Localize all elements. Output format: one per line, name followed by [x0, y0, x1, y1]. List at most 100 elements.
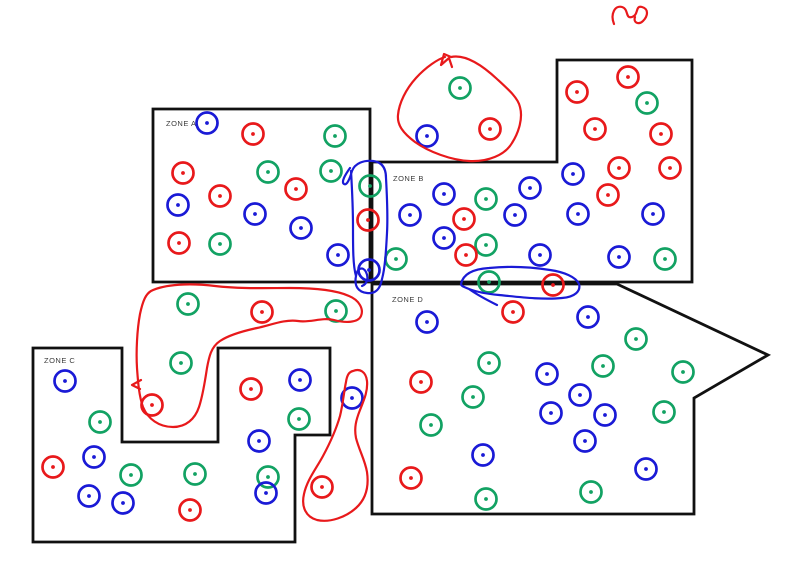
marker-dot	[487, 361, 491, 365]
marker-dot	[336, 253, 340, 257]
red-lasso-bottom	[302, 368, 369, 522]
marker-dot	[576, 212, 580, 216]
marker-dot	[177, 241, 181, 245]
marker-blue	[573, 429, 597, 453]
marker-dot	[487, 280, 491, 284]
zone-b-label: ZONE B	[393, 174, 424, 183]
marker-ring	[616, 65, 640, 89]
zone-d-outline	[370, 282, 772, 516]
marker-dot	[150, 403, 154, 407]
marker-red	[250, 300, 274, 324]
marker-ring	[88, 410, 112, 434]
marker-ring	[583, 117, 607, 141]
marker-ring	[208, 232, 232, 256]
marker-green	[653, 247, 677, 271]
marker-dot	[294, 187, 298, 191]
marker-red	[658, 156, 682, 180]
red-lasso-hook	[130, 283, 363, 429]
marker-dot	[601, 364, 605, 368]
red-lasso-top	[396, 52, 523, 163]
zone-a: ZONE A	[151, 107, 372, 284]
marker-red	[239, 377, 263, 401]
marker-ring	[415, 124, 439, 148]
marker-blue	[432, 226, 456, 250]
marker-dot	[484, 197, 488, 201]
marker-dot	[617, 255, 621, 259]
marker-dot	[578, 393, 582, 397]
marker-blue	[528, 243, 552, 267]
marker-dot	[419, 380, 423, 384]
marker-ring	[474, 487, 498, 511]
marker-ring	[398, 203, 422, 227]
marker-blue	[607, 245, 631, 269]
marker-ring	[53, 369, 77, 393]
marker-dot	[87, 494, 91, 498]
marker-ring	[535, 362, 559, 386]
marker-blue	[518, 176, 542, 200]
marker-red	[616, 65, 640, 89]
marker-red	[208, 184, 232, 208]
marker-ring	[241, 122, 265, 146]
marker-dot	[528, 186, 532, 190]
marker-green	[448, 76, 472, 100]
marker-ring	[568, 383, 592, 407]
marker-dot	[218, 242, 222, 246]
marker-dot	[366, 218, 370, 222]
marker-dot	[320, 485, 324, 489]
marker-dot	[63, 379, 67, 383]
marker-red	[607, 156, 631, 180]
marker-ring	[658, 156, 682, 180]
marker-dot	[253, 212, 257, 216]
marker-green	[319, 159, 343, 183]
marker-green	[88, 410, 112, 434]
marker-red	[167, 231, 191, 255]
marker-dot	[329, 169, 333, 173]
marker-dot	[462, 217, 466, 221]
lassos-layer	[130, 5, 649, 522]
marker-dot	[299, 226, 303, 230]
marker-red	[565, 80, 589, 104]
marker-ring	[415, 310, 439, 334]
marker-dot	[425, 134, 429, 138]
marker-dot	[583, 439, 587, 443]
marker-dot	[668, 166, 672, 170]
zone-c: ZONE C	[31, 346, 332, 544]
marker-ring	[288, 368, 312, 392]
marker-ring	[478, 117, 502, 141]
marker-dot	[334, 309, 338, 313]
marker-blue	[195, 111, 219, 135]
marker-dot	[458, 86, 462, 90]
blue-lasso-horizontal	[459, 265, 581, 307]
marker-green	[287, 407, 311, 431]
marker-green	[591, 354, 615, 378]
marker-blue	[593, 403, 617, 427]
marker-blue	[82, 445, 106, 469]
marker-dot	[297, 417, 301, 421]
marker-red	[583, 117, 607, 141]
marker-red	[409, 370, 433, 394]
marker-dot	[129, 473, 133, 477]
marker-blue	[415, 310, 439, 334]
marker-red	[596, 183, 620, 207]
marker-ring	[239, 377, 263, 401]
marker-ring	[399, 466, 423, 490]
marker-ring	[624, 327, 648, 351]
marker-red	[541, 273, 565, 297]
zone-c-outline	[31, 346, 332, 544]
marker-blue	[561, 162, 585, 186]
marker-dot	[251, 132, 255, 136]
marker-dot	[644, 467, 648, 471]
marker-blue	[288, 368, 312, 392]
marker-ring	[461, 385, 485, 409]
marker-ring	[256, 160, 280, 184]
marker-dot	[264, 491, 268, 495]
marker-dot	[188, 508, 192, 512]
marker-ring	[573, 429, 597, 453]
marker-green	[119, 463, 143, 487]
marker-ring	[477, 351, 501, 375]
marker-ring	[171, 161, 195, 185]
marker-red	[501, 300, 525, 324]
marker-red	[310, 475, 334, 499]
